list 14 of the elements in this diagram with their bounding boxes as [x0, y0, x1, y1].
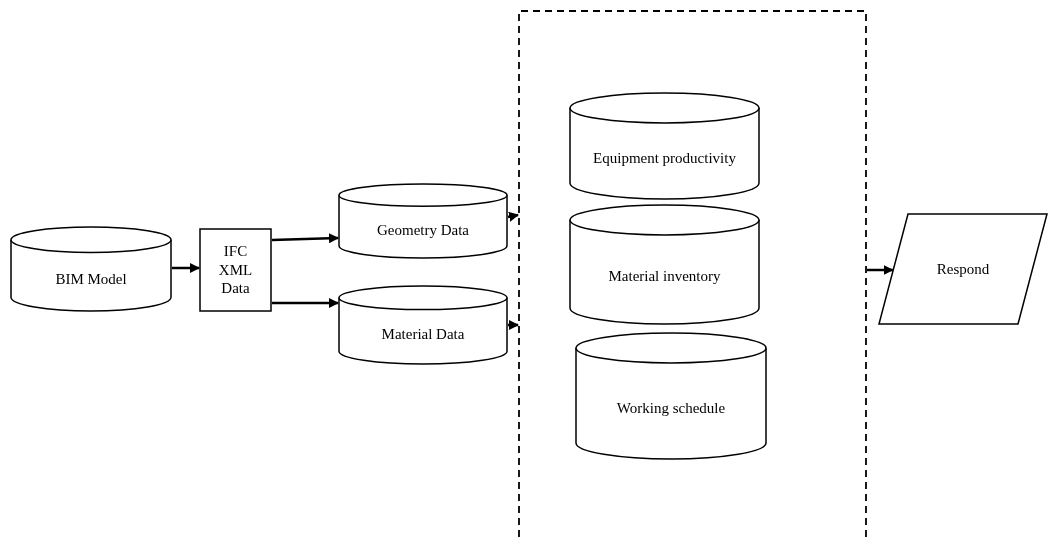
- arrow: [508, 320, 519, 330]
- node-label: Equipment productivity: [593, 148, 736, 168]
- node-label: Material Data: [381, 325, 465, 344]
- arrow: [867, 265, 894, 275]
- arrow: [271, 233, 339, 244]
- node-label: BIM Model: [55, 269, 127, 289]
- node-label: Geometry Data: [376, 220, 469, 240]
- node-label: Working schedule: [616, 398, 726, 418]
- arrow: [172, 263, 200, 273]
- node-label: Material inventory: [608, 267, 721, 286]
- node-label: Respond: [936, 259, 990, 279]
- node-label: IFC XML Data: [217, 241, 254, 299]
- arrow: [507, 211, 519, 222]
- arrow: [272, 298, 339, 308]
